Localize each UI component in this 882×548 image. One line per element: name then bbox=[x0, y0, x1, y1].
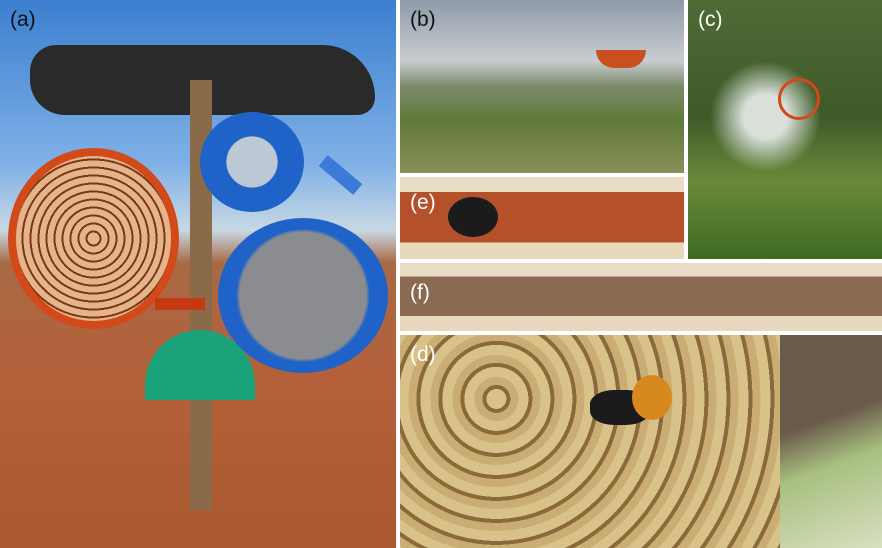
background-foliage bbox=[780, 335, 882, 548]
blue-mesh-lid bbox=[200, 112, 304, 212]
panel-label-b: (b) bbox=[410, 8, 436, 31]
panel-c-forest-photo: (c) bbox=[688, 0, 882, 259]
panel-label-f: (f) bbox=[410, 281, 430, 304]
hanging-nest bbox=[596, 50, 646, 68]
orange-reed-nest-inset bbox=[8, 148, 179, 329]
larva bbox=[632, 375, 672, 420]
panel-e-nest-cross-section: (e) bbox=[400, 177, 684, 259]
red-arrow bbox=[155, 298, 205, 310]
blue-arrow bbox=[318, 155, 363, 195]
larva-cocoon bbox=[448, 197, 498, 237]
panel-label-d: (d) bbox=[410, 343, 436, 366]
panel-f-nest-cross-section: (f) bbox=[400, 263, 882, 331]
panel-label-a: (a) bbox=[10, 8, 36, 31]
panel-b-landscape-photo: (b) bbox=[400, 0, 684, 173]
red-circle-marker bbox=[778, 78, 820, 120]
panel-label-e: (e) bbox=[410, 191, 436, 214]
panel-a-trap-nest-photo: (a) bbox=[0, 0, 396, 548]
blue-bucket-with-tubes bbox=[218, 218, 388, 373]
panel-d-bamboo-nest-closeup: (d) bbox=[400, 335, 882, 548]
panel-label-c: (c) bbox=[698, 8, 723, 31]
